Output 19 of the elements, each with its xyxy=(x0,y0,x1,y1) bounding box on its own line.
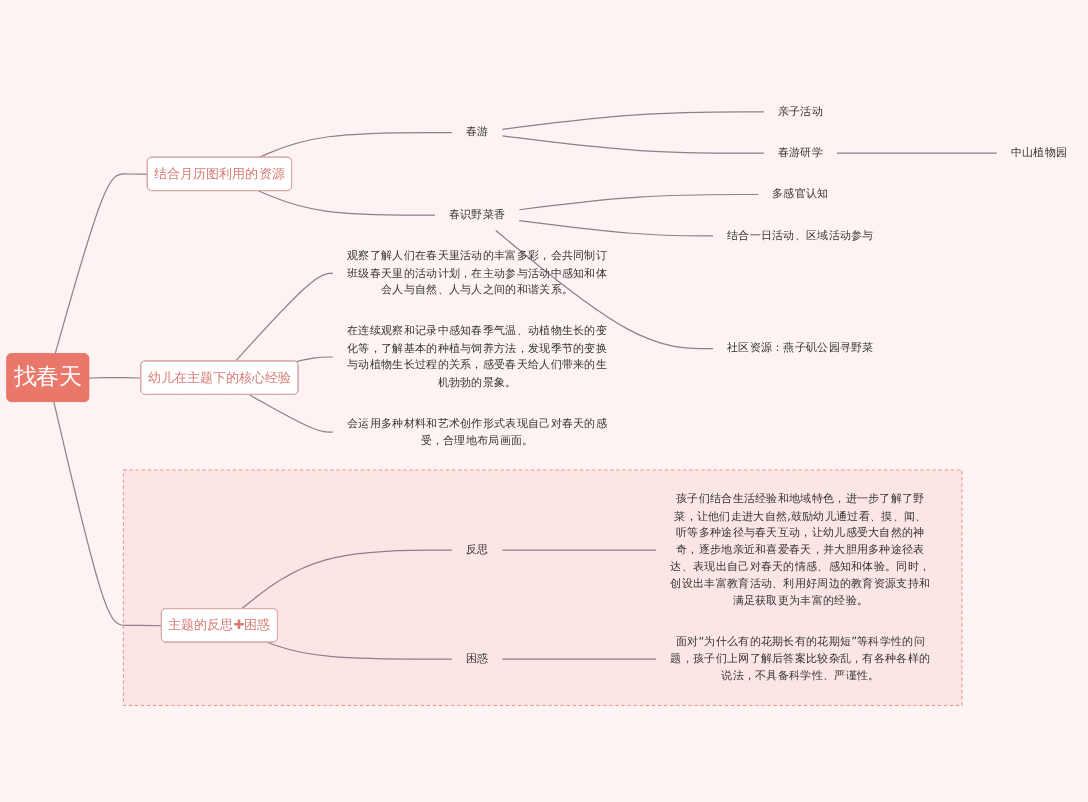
connector xyxy=(501,111,765,130)
connector xyxy=(53,401,163,627)
connector xyxy=(258,190,436,216)
connector xyxy=(518,219,714,237)
connector xyxy=(266,641,453,660)
connector xyxy=(234,272,334,362)
connector xyxy=(88,377,142,379)
connector xyxy=(518,193,759,211)
connector xyxy=(248,394,334,433)
connector xyxy=(240,549,453,610)
connector xyxy=(295,356,334,363)
connector xyxy=(501,549,657,551)
connector xyxy=(495,229,714,350)
cluster xyxy=(122,469,963,706)
connector xyxy=(54,173,149,355)
connector xyxy=(836,152,998,154)
connector xyxy=(258,131,453,159)
connector xyxy=(501,135,765,154)
connector xyxy=(501,658,657,660)
